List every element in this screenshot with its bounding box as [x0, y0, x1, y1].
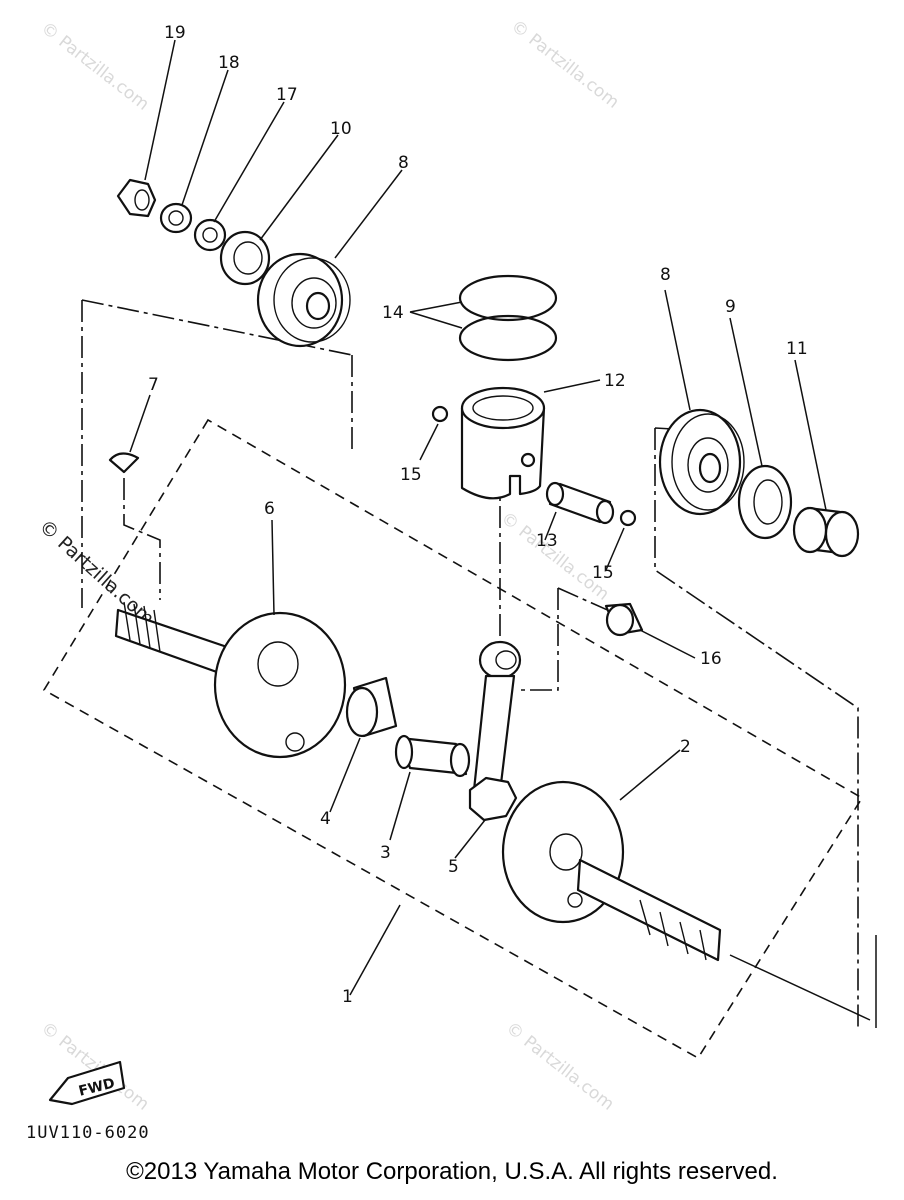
- callout-13: 13: [536, 531, 558, 551]
- part-13-piston-pin: [545, 481, 615, 525]
- end-line: [729, 935, 877, 1028]
- watermark: © Partzilla.com: [497, 508, 613, 605]
- part-12-piston: [460, 386, 546, 500]
- part-10-oil-seal: [219, 230, 271, 286]
- part-16-bearing: [604, 602, 644, 637]
- diagram-code: 1UV110-6020: [26, 1123, 150, 1143]
- part-15-clip-right: [619, 509, 637, 527]
- watermark: © Partzilla.com: [502, 1018, 618, 1115]
- part-5-connecting-rod: [468, 640, 522, 822]
- part-11-spacer: [792, 506, 860, 558]
- part-2-right-crank: [501, 780, 722, 962]
- callout-2: 2: [680, 737, 691, 757]
- part-7-woodruff-key: [108, 452, 140, 474]
- callout-15-left: 15: [400, 465, 422, 485]
- callout-16: 16: [700, 649, 722, 669]
- part-17-washer: [193, 218, 227, 252]
- callout-15-right: 15: [592, 563, 614, 583]
- callout-3: 3: [380, 843, 391, 863]
- fwd-arrow-icon: FWD: [48, 1060, 126, 1106]
- part-18-lock-washer: [159, 202, 193, 234]
- callout-12: 12: [604, 371, 626, 391]
- callout-9: 9: [725, 297, 736, 317]
- callout-10: 10: [330, 119, 352, 139]
- part-19-nut: [116, 178, 157, 218]
- callout-11: 11: [786, 339, 808, 359]
- alignment-line-key: [123, 478, 161, 600]
- callout-8-right: 8: [660, 265, 671, 285]
- leader-lines: [129, 39, 827, 996]
- part-3-crank-pin: [394, 734, 471, 778]
- part-9-oil-seal: [737, 464, 793, 540]
- copyright-notice: ©2013 Yamaha Motor Corporation, U.S.A. A…: [126, 1158, 778, 1185]
- callout-14: 14: [382, 303, 404, 323]
- callouts: 19 18 17 10 8 14 7 12 15 8 9 11 6 13 15 …: [148, 23, 808, 1007]
- callout-18: 18: [218, 53, 240, 73]
- part-15-clip-left: [431, 405, 449, 423]
- part-14-piston-rings: [458, 274, 558, 362]
- callout-5: 5: [448, 857, 459, 877]
- part-8-bearing-right: [658, 408, 745, 516]
- watermark: © Partzilla.com: [37, 18, 153, 115]
- watermark-large: © Partzilla.com: [35, 515, 159, 629]
- callout-19: 19: [164, 23, 186, 43]
- part-6-left-crank: [114, 601, 347, 759]
- crankshaft-assembly-outline: [42, 418, 864, 1060]
- callout-1: 1: [342, 987, 353, 1007]
- part-8-bearing-top: [256, 252, 351, 348]
- callout-6: 6: [264, 499, 275, 519]
- callout-7: 7: [148, 375, 159, 395]
- callout-4: 4: [320, 809, 331, 829]
- watermark: © Partzilla.com: [507, 16, 623, 113]
- callout-8-top: 8: [398, 153, 409, 173]
- callout-17: 17: [276, 85, 298, 105]
- part-4-bearing: [345, 676, 398, 738]
